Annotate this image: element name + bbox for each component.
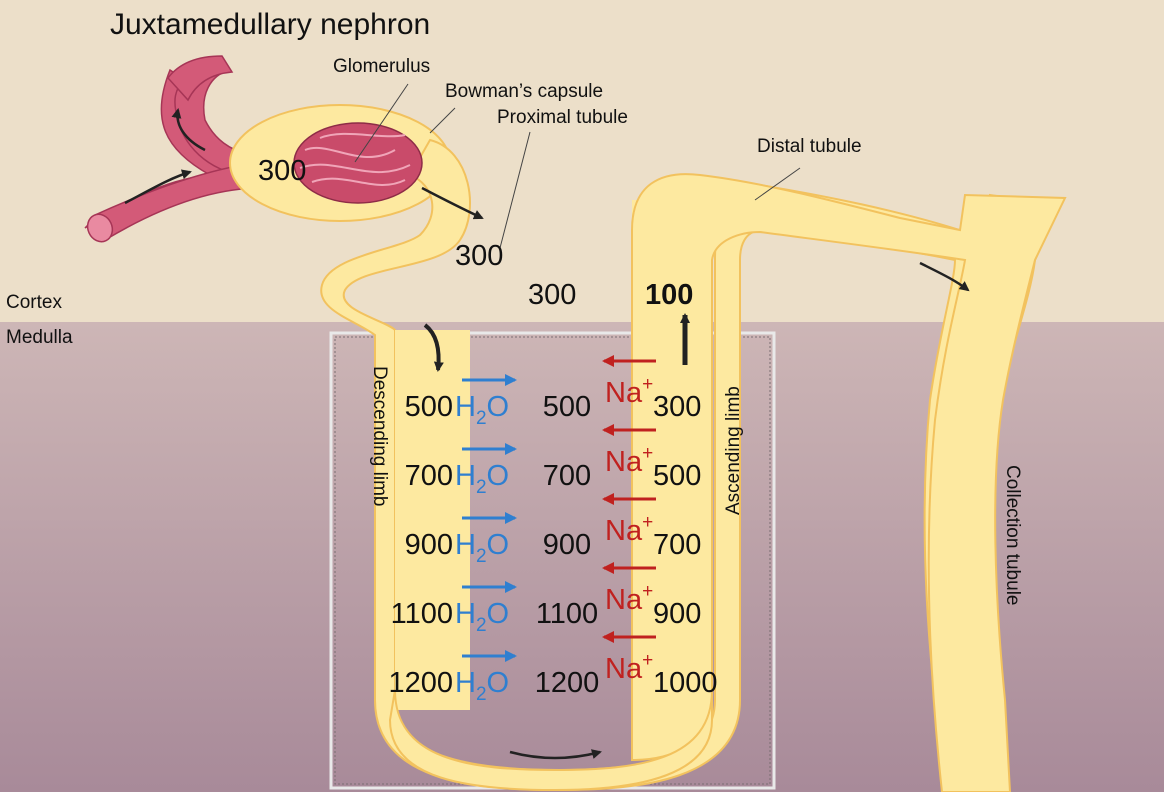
cortex-label: Cortex bbox=[6, 292, 62, 313]
water-label: H2O bbox=[455, 391, 509, 429]
sodium-label: Na+ bbox=[605, 581, 653, 616]
interstitial-value: 1200 bbox=[535, 667, 600, 699]
descending-value: 500 bbox=[405, 391, 453, 423]
tubule bbox=[229, 104, 1067, 792]
diagram-title: Juxtamedullary nephron bbox=[110, 8, 430, 41]
ascending-value: 300 bbox=[653, 391, 701, 423]
sodium-label: Na+ bbox=[605, 512, 653, 547]
interstitial-value: 700 bbox=[543, 460, 591, 492]
descending-value: 1200 bbox=[388, 667, 453, 699]
sodium-label: Na+ bbox=[605, 374, 653, 409]
glomerulus-label: Glomerulus bbox=[333, 56, 430, 77]
water-label: H2O bbox=[455, 529, 509, 567]
ascending-value: 1000 bbox=[653, 667, 718, 699]
interstitial-value: 1100 bbox=[536, 598, 598, 630]
medulla-label: Medulla bbox=[6, 327, 73, 348]
collection-tubule-label: Collection tubule bbox=[1002, 465, 1023, 605]
proximal-tubule-label: Proximal tubule bbox=[497, 107, 628, 128]
ascending-limb-label: Ascending limb bbox=[723, 386, 744, 515]
leader-lines bbox=[354, 83, 801, 249]
descending-value: 700 bbox=[405, 460, 453, 492]
flow-arrows bbox=[124, 108, 970, 760]
proximal-value: 300 bbox=[455, 240, 503, 272]
water-label: H2O bbox=[455, 598, 509, 636]
sodium-label: Na+ bbox=[605, 650, 653, 685]
distal-tubule-label: Distal tubule bbox=[757, 136, 862, 157]
sodium-label: Na+ bbox=[605, 443, 653, 478]
water-label: H2O bbox=[455, 667, 509, 705]
descending-limb-label: Descending limb bbox=[369, 366, 390, 506]
ascending-value: 900 bbox=[653, 598, 701, 630]
descending-value: 1100 bbox=[391, 598, 453, 630]
ascending-top-value: 100 bbox=[645, 279, 693, 311]
cortex-interstitial-value: 300 bbox=[528, 279, 576, 311]
interstitial-value: 500 bbox=[543, 391, 591, 423]
glomerulus-value: 300 bbox=[258, 155, 306, 187]
descending-value: 900 bbox=[405, 529, 453, 561]
ascending-value: 500 bbox=[653, 460, 701, 492]
water-label: H2O bbox=[455, 460, 509, 498]
ascending-value: 700 bbox=[653, 529, 701, 561]
bowmans-capsule-label: Bowman’s capsule bbox=[445, 81, 603, 102]
interstitial-value: 900 bbox=[543, 529, 591, 561]
glomerulus bbox=[293, 122, 423, 204]
